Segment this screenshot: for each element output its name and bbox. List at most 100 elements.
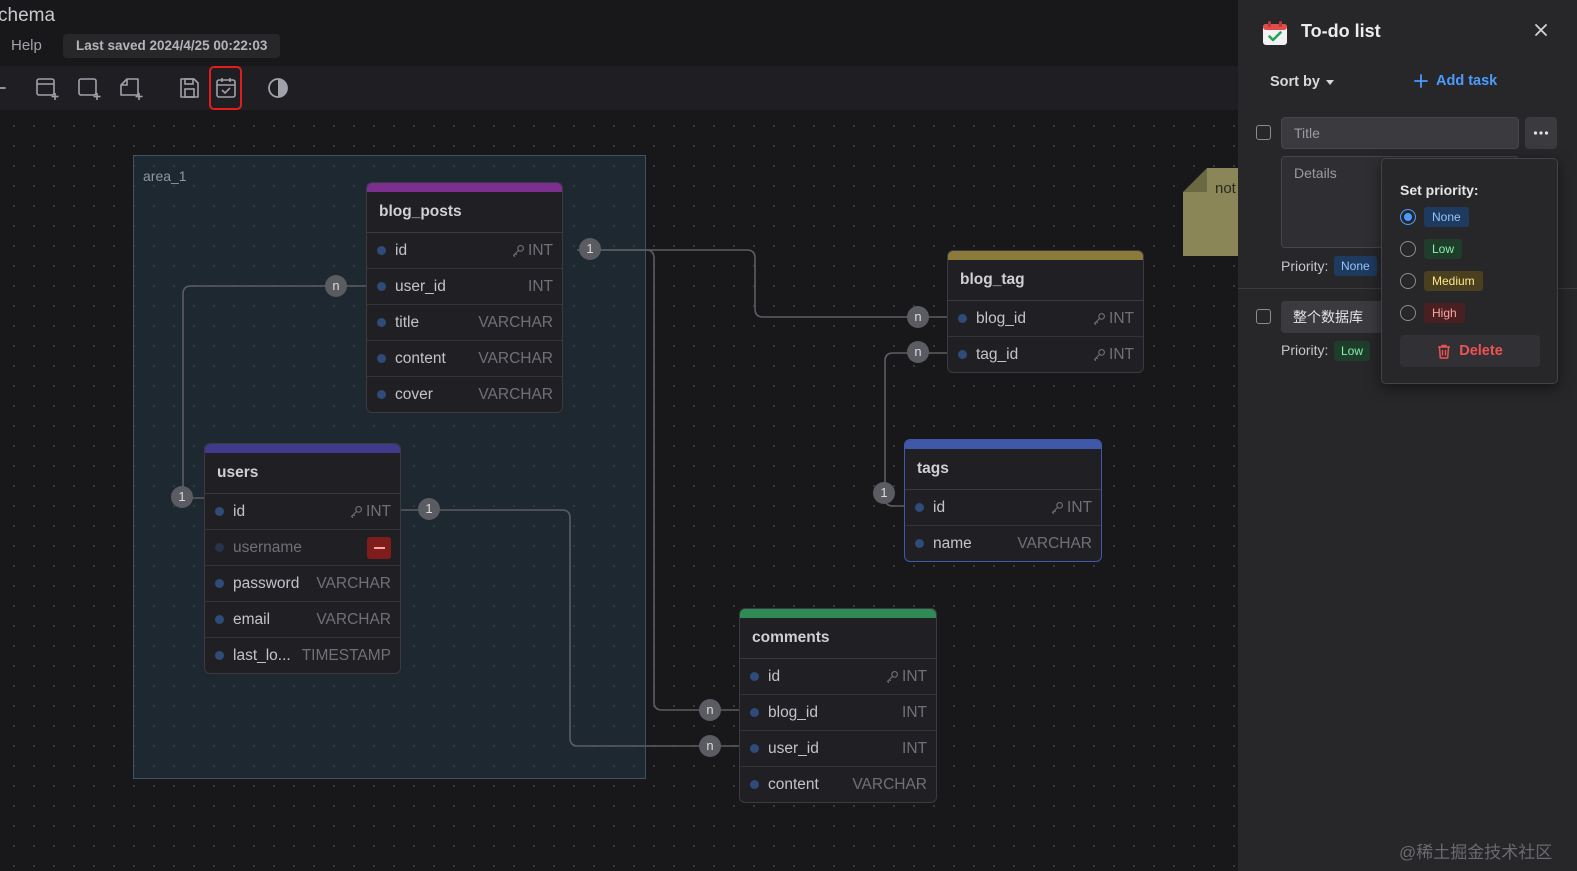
sort-by-label: Sort by	[1270, 74, 1320, 90]
field-name: user_id	[768, 739, 819, 757]
add-area-button[interactable]	[74, 73, 104, 103]
connection-handle[interactable]	[915, 503, 924, 512]
table-field-row[interactable]: id INT	[905, 490, 1101, 526]
area-label: area_1	[143, 168, 187, 184]
panel-title: To-do list	[1301, 21, 1381, 41]
cardinality-badge: n	[699, 735, 721, 757]
cardinality-badge: n	[325, 275, 347, 297]
todo-button[interactable]	[211, 73, 241, 103]
delete-field-button[interactable]	[367, 536, 391, 559]
task-more-button[interactable]	[1525, 117, 1557, 149]
table-title: blog_tag	[948, 260, 1143, 301]
priority-radio-high[interactable]	[1400, 305, 1416, 321]
add-task-button[interactable]: Add task	[1414, 73, 1497, 89]
connection-handle[interactable]	[915, 539, 924, 548]
save-icon	[180, 78, 199, 98]
delete-task-button[interactable]: Delete	[1400, 335, 1540, 367]
connection-handle[interactable]	[377, 282, 386, 291]
more-horizontal-icon	[1533, 131, 1549, 135]
calendar-check-icon	[1263, 21, 1287, 45]
field-type: TIMESTAMP	[301, 646, 391, 664]
connection-handle[interactable]	[958, 314, 967, 323]
top-bar: chema Help Last saved 2024/4/25 00:22:03	[0, 0, 1248, 66]
priority-option-medium[interactable]: Medium	[1424, 271, 1483, 291]
theme-toggle-button[interactable]	[263, 73, 293, 103]
priority-radio-medium[interactable]	[1400, 273, 1416, 289]
add-note-button[interactable]	[116, 73, 146, 103]
connection-handle[interactable]	[377, 354, 386, 363]
connection-handle[interactable]	[215, 543, 224, 552]
cardinality-badge: 1	[873, 482, 895, 504]
key-icon	[512, 244, 525, 257]
connection-handle[interactable]	[750, 708, 759, 717]
connection-handle[interactable]	[377, 246, 386, 255]
table-field-row[interactable]: username	[205, 530, 400, 566]
toolbar-overflow-button[interactable]	[0, 73, 12, 103]
connection-handle[interactable]	[215, 579, 224, 588]
priority-popover: Set priority: None Low Medium High Delet…	[1381, 158, 1558, 384]
field-type: INT	[528, 277, 553, 295]
connection-handle[interactable]	[215, 615, 224, 624]
minus-icon	[373, 546, 385, 549]
connection-handle[interactable]	[377, 390, 386, 399]
field-name: id	[395, 241, 408, 259]
field-name: cover	[395, 385, 433, 403]
close-icon[interactable]	[1530, 19, 1552, 41]
save-button[interactable]	[174, 73, 204, 103]
task-title-input[interactable]: 整个数据库	[1281, 301, 1386, 333]
connection-handle[interactable]	[215, 507, 224, 516]
field-name: content	[395, 349, 446, 367]
connection-handle[interactable]	[215, 651, 224, 660]
add-table-button[interactable]	[32, 73, 62, 103]
task-checkbox[interactable]	[1256, 125, 1271, 140]
add-note-icon	[120, 78, 143, 100]
task-checkbox[interactable]	[1256, 309, 1271, 324]
key-icon	[1051, 501, 1064, 514]
sort-by-dropdown[interactable]: Sort by	[1270, 74, 1334, 90]
cardinality-badge: n	[907, 341, 929, 363]
table-color-bar	[905, 440, 1101, 449]
priority-radio-low[interactable]	[1400, 241, 1416, 257]
priority-option-none[interactable]: None	[1424, 207, 1469, 227]
cardinality-badge: n	[907, 306, 929, 328]
sticky-note[interactable]: not	[1183, 168, 1248, 256]
connection-handle[interactable]	[958, 350, 967, 359]
priority-radio-none[interactable]	[1400, 209, 1416, 225]
connection-handle[interactable]	[750, 672, 759, 681]
todo-button-highlight	[209, 66, 242, 110]
table-field-row[interactable]: user_id INT	[367, 269, 562, 305]
priority-option-low[interactable]: Low	[1424, 239, 1463, 259]
table-field-row[interactable]: last_lo...TIMESTAMP	[205, 638, 400, 673]
field-type: INT	[1050, 499, 1092, 517]
connection-handle[interactable]	[377, 318, 386, 327]
priority-option-high[interactable]: High	[1424, 303, 1465, 323]
menu-help[interactable]: Help	[11, 37, 42, 54]
task-title-input[interactable]	[1281, 117, 1519, 149]
relationship-lines	[182, 249, 948, 747]
field-name: id	[933, 498, 946, 516]
field-name: user_id	[395, 277, 446, 295]
field-name: email	[233, 610, 271, 628]
connection-handle[interactable]	[750, 780, 759, 789]
connection-handle[interactable]	[750, 744, 759, 753]
